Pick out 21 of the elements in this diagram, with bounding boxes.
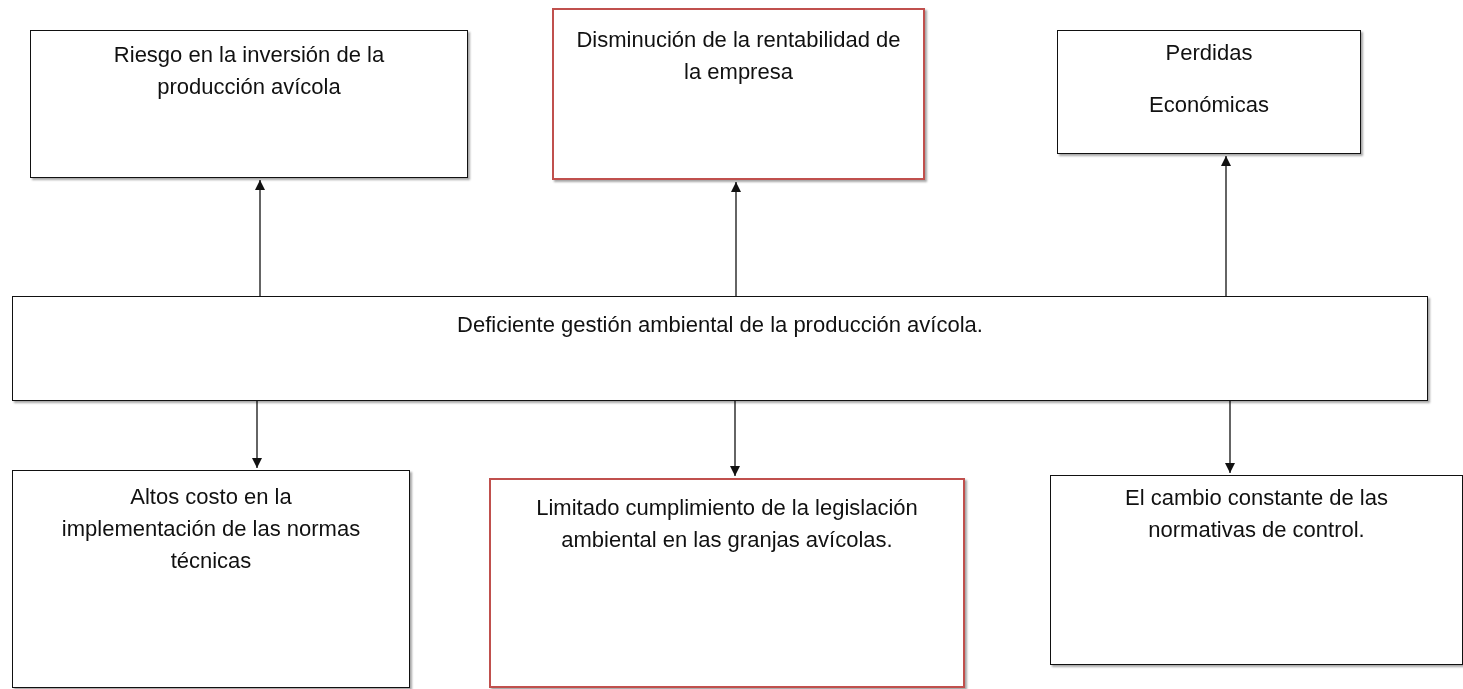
arrow [1221, 155, 1231, 297]
arrow [730, 400, 740, 477]
text-box [1050, 475, 1463, 665]
arrow [1225, 400, 1235, 474]
text-box [1057, 30, 1361, 154]
box-text: Económicas [1149, 91, 1269, 119]
arrow [252, 400, 262, 469]
box-text: El cambio constante de las normativas de control. [1124, 484, 1389, 544]
box-text: Perdidas [1165, 39, 1253, 67]
box-text: Riesgo en la inversión de la producción avícola [112, 41, 386, 101]
text-box [12, 470, 410, 688]
text-box [552, 8, 925, 180]
text-box [30, 30, 468, 178]
text-box [489, 478, 965, 688]
box-text: Altos costo en la implementación de las normas técnicas [61, 483, 361, 575]
arrow [731, 181, 741, 297]
box-text: Disminución de la rentabilidad de la empresa [575, 26, 902, 86]
box-text: Limitado cumplimiento de la legislación ambiental en las granjas avícolas. [535, 494, 919, 554]
text-box [12, 296, 1428, 401]
arrow [255, 179, 265, 297]
box-text: Deficiente gestión ambiental de la producción avícola. [457, 311, 983, 339]
